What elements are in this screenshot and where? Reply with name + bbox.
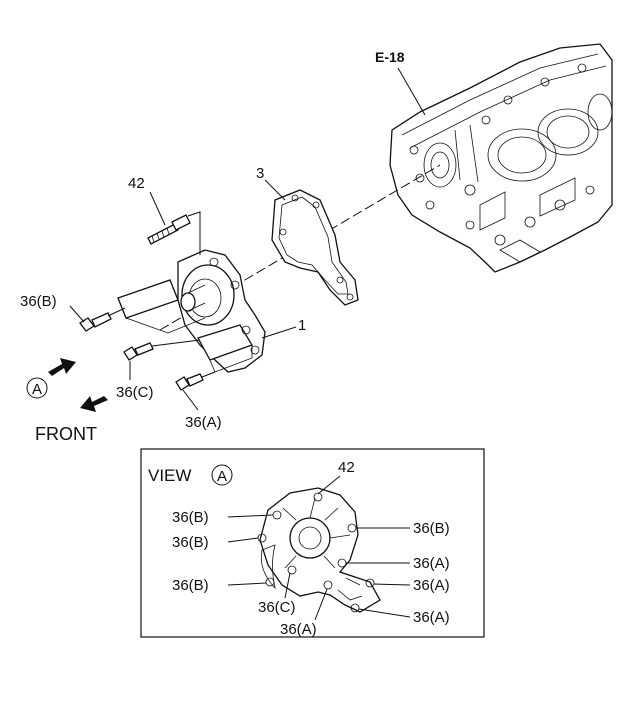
engine-block-illustration bbox=[389, 43, 613, 273]
pump-callout-number: 1 bbox=[298, 317, 306, 334]
pump-front-view-illustration bbox=[257, 487, 381, 613]
gasket-callout-leader bbox=[264, 179, 286, 201]
view-label-42: 42 bbox=[338, 459, 355, 476]
front-direction-arrow-icon bbox=[80, 396, 108, 412]
view-label-right-4: 36(A) bbox=[413, 609, 450, 626]
front-label: FRONT bbox=[35, 424, 97, 444]
view-label-left-3: 36(B) bbox=[172, 577, 209, 594]
engine-reference-label: E-18 bbox=[375, 49, 405, 65]
water-pump-assembly bbox=[117, 249, 266, 373]
view-label-bottom-1: 36(C) bbox=[258, 599, 296, 616]
view-leader-right-3 bbox=[373, 583, 411, 586]
view-label-left-2: 36(B) bbox=[172, 534, 209, 551]
engine-reference-leader bbox=[397, 67, 426, 116]
bolt-36b-install-line bbox=[107, 307, 126, 317]
view-leader-right-4 bbox=[358, 608, 411, 618]
bolt-36a-callout: 36(A) bbox=[185, 414, 222, 431]
gasket-callout-number: 3 bbox=[256, 165, 264, 182]
stud-install-line bbox=[187, 211, 201, 255]
pump-bracket-upper bbox=[117, 279, 179, 319]
view-label-right-1: 36(B) bbox=[413, 520, 450, 537]
view-direction-arrow-icon bbox=[48, 358, 76, 376]
stud-callout-leader bbox=[149, 191, 166, 226]
view-label-right-3: 36(A) bbox=[413, 577, 450, 594]
view-marker-letter: A bbox=[32, 381, 42, 398]
stud-bolt bbox=[147, 214, 191, 245]
view-a-marker-circle bbox=[211, 464, 233, 486]
view-leader-bottom-1 bbox=[284, 572, 291, 599]
bolt-36c-install-line bbox=[151, 339, 201, 347]
bolt-36b bbox=[79, 312, 112, 332]
view-leader-42 bbox=[317, 475, 341, 495]
view-marker-circle bbox=[26, 377, 48, 399]
view-label-right-2: 36(A) bbox=[413, 555, 450, 572]
bolt-36a-install-line bbox=[201, 371, 216, 378]
water-pump-gasket bbox=[271, 189, 359, 306]
view-a-title: VIEW bbox=[148, 466, 191, 485]
view-leader-left-2 bbox=[227, 537, 259, 543]
pump-callout-leader bbox=[261, 326, 297, 339]
view-label-bottom-2: 36(A) bbox=[280, 621, 317, 638]
view-leader-left-1 bbox=[227, 514, 274, 518]
bolt-36b-leader bbox=[69, 305, 85, 323]
view-leader-bottom-2 bbox=[314, 588, 328, 621]
bolt-36a bbox=[175, 373, 204, 391]
view-a-box bbox=[140, 448, 485, 638]
view-label-left-1: 36(B) bbox=[172, 509, 209, 526]
bolt-36c bbox=[123, 342, 154, 361]
bolt-36b-callout: 36(B) bbox=[20, 293, 57, 310]
bolt-36c-callout: 36(C) bbox=[116, 384, 154, 401]
stud-callout-number: 42 bbox=[128, 175, 145, 192]
view-leader-left-3 bbox=[227, 582, 267, 586]
view-a-marker-letter: A bbox=[217, 468, 227, 485]
bolt-36a-leader bbox=[182, 389, 199, 411]
